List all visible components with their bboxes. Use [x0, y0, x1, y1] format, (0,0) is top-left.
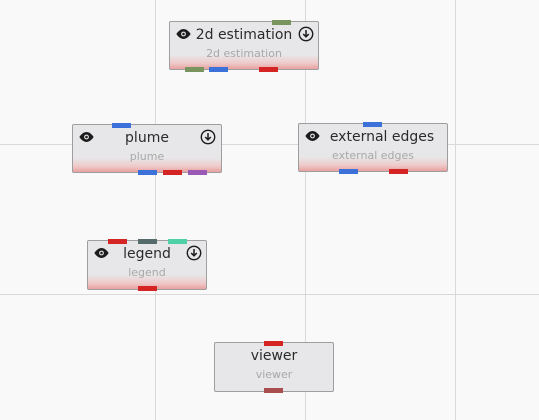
output-port[interactable] — [185, 67, 204, 72]
output-port[interactable] — [163, 170, 182, 175]
input-port[interactable] — [264, 341, 283, 346]
output-port[interactable] — [138, 286, 157, 291]
download-icon[interactable] — [298, 26, 314, 42]
output-port[interactable] — [209, 67, 228, 72]
download-icon[interactable] — [200, 129, 216, 145]
output-port[interactable] — [138, 170, 157, 175]
node-title: viewer — [250, 348, 298, 364]
input-port[interactable] — [108, 239, 127, 244]
input-port[interactable] — [272, 20, 291, 25]
output-port[interactable] — [339, 169, 358, 174]
input-port[interactable] — [112, 123, 131, 128]
grid-line — [305, 0, 306, 420]
node-title: legend — [123, 246, 171, 262]
eye-icon[interactable] — [93, 247, 110, 259]
input-port[interactable] — [168, 239, 187, 244]
output-port[interactable] — [264, 388, 283, 393]
node-subtitle: viewer — [255, 368, 293, 381]
node-subtitle: 2d estimation — [206, 47, 282, 60]
node-viewer[interactable]: viewer viewer — [214, 342, 334, 392]
output-port[interactable] — [188, 170, 207, 175]
node-plume[interactable]: plume plume — [72, 124, 222, 173]
eye-icon[interactable] — [78, 131, 95, 143]
eye-icon[interactable] — [304, 130, 321, 142]
node-external-edges[interactable]: external edges external edges — [298, 123, 448, 172]
eye-icon[interactable] — [175, 28, 192, 40]
node-2d-estimation[interactable]: 2d estimation 2d estimation — [169, 21, 319, 70]
download-icon[interactable] — [186, 245, 202, 261]
grid-line — [0, 144, 539, 145]
node-subtitle: legend — [128, 266, 166, 279]
node-legend[interactable]: legend legend — [87, 240, 207, 290]
output-port[interactable] — [259, 67, 278, 72]
node-subtitle: plume — [129, 150, 165, 163]
grid-line — [0, 294, 539, 295]
input-port[interactable] — [138, 239, 157, 244]
node-title: external edges — [329, 129, 435, 145]
input-port[interactable] — [363, 122, 382, 127]
grid-line — [455, 0, 456, 420]
grid-line — [155, 0, 156, 420]
output-port[interactable] — [389, 169, 408, 174]
node-title: 2d estimation — [195, 27, 293, 43]
node-title: plume — [125, 130, 169, 146]
node-subtitle: external edges — [332, 149, 414, 162]
